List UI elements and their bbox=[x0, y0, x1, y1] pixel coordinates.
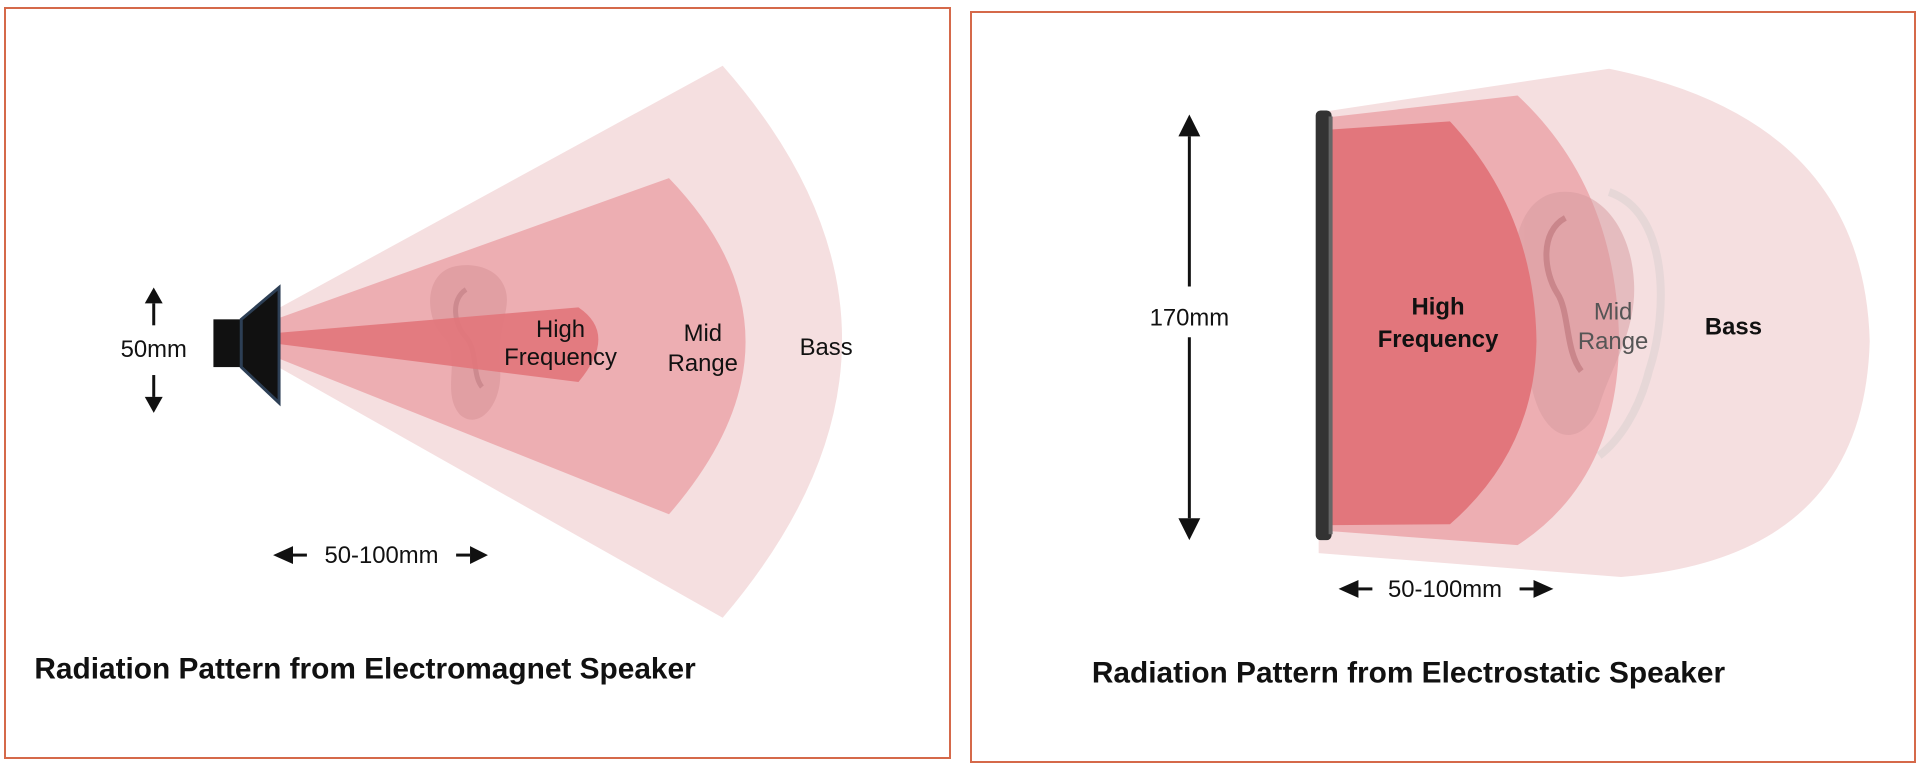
bass-label: Bass bbox=[1705, 313, 1762, 340]
mid-range-label-line2: Range bbox=[1578, 328, 1648, 355]
ear-icon bbox=[1514, 188, 1665, 459]
high-frequency-label-line1: High bbox=[1412, 293, 1465, 320]
height-arrow bbox=[1178, 114, 1201, 541]
high-frequency-label-line1: High bbox=[536, 316, 585, 343]
mid-range-label-line1: Mid bbox=[684, 320, 722, 347]
height-label: 50mm bbox=[121, 336, 187, 363]
electrostatic-radiation-diagram: 170mm 50-100mm High Frequency Mid Range … bbox=[1092, 68, 1870, 689]
high-frequency-label-line2: Frequency bbox=[1378, 326, 1499, 353]
height-label: 170mm bbox=[1150, 304, 1230, 331]
distance-label: 50-100mm bbox=[1388, 576, 1502, 603]
mid-range-label-line1: Mid bbox=[1594, 298, 1632, 325]
mid-range-label-line2: Range bbox=[668, 350, 738, 377]
electrostatic-speaker-panel: 170mm 50-100mm High Frequency Mid Range … bbox=[970, 11, 1916, 763]
panel-caption: Radiation Pattern from Electromagnet Spe… bbox=[34, 652, 696, 685]
electromagnet-speaker-panel: 50mm 50-100mm High Frequency Mid Range B… bbox=[4, 7, 951, 759]
electrostatic-panel-icon bbox=[1315, 110, 1333, 541]
height-arrow bbox=[144, 287, 163, 413]
distance-arrow bbox=[1338, 579, 1554, 598]
electromagnet-radiation-diagram: 50mm 50-100mm High Frequency Mid Range B… bbox=[34, 65, 853, 685]
bass-label: Bass bbox=[800, 334, 853, 361]
panel-caption: Radiation Pattern from Electrostatic Spe… bbox=[1092, 656, 1726, 689]
distance-label: 50-100mm bbox=[324, 542, 438, 569]
distance-arrow bbox=[273, 546, 488, 565]
high-frequency-zone bbox=[225, 307, 599, 383]
high-frequency-zone bbox=[1318, 121, 1537, 526]
high-frequency-label-line2: Frequency bbox=[504, 344, 617, 371]
cone-speaker-icon bbox=[213, 284, 281, 407]
